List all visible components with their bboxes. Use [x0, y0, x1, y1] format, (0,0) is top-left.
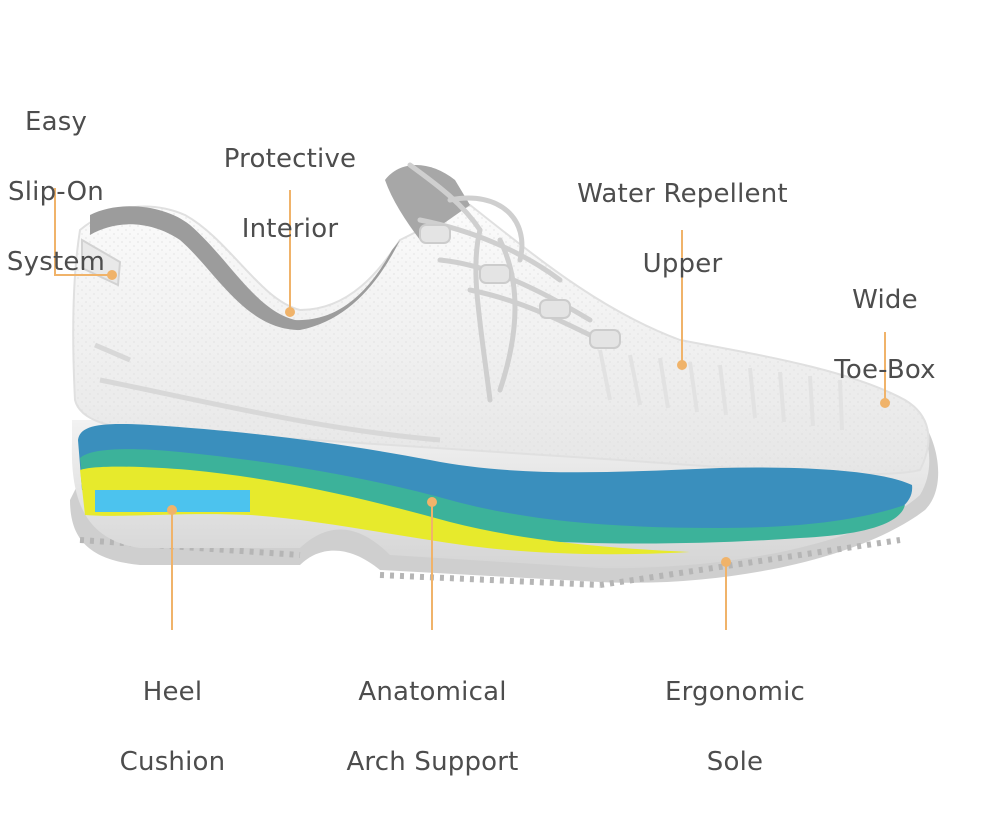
- upper-stripe: [94, 342, 441, 443]
- callout-upper: Water Repellent Upper: [555, 142, 810, 317]
- callout-heel-line1: Heel: [142, 677, 203, 707]
- callout-slip-on-line3: System: [6, 247, 106, 277]
- callout-sole-line2: Sole: [706, 747, 764, 777]
- callout-interior-line2: Interior: [241, 214, 339, 244]
- dot-heel: [167, 505, 177, 515]
- dot-interior: [285, 307, 295, 317]
- callout-upper-line1: Water Repellent: [577, 179, 788, 209]
- upper-knit-texture: [73, 205, 929, 475]
- callout-toe-box: Wide Toe-Box: [815, 248, 955, 423]
- leader-lines: [54, 188, 886, 630]
- callout-toe-box-line1: Wide: [852, 285, 918, 315]
- dot-arch: [427, 497, 437, 507]
- tongue: [385, 165, 470, 240]
- callout-heel: Heel Cushion: [95, 640, 250, 815]
- insole-teal-layer: [80, 449, 905, 544]
- callout-slip-on-line2: Slip-On: [8, 177, 104, 207]
- callout-arch: Anatomical Arch Support: [325, 640, 540, 815]
- callout-heel-line2: Cushion: [119, 747, 226, 777]
- dot-slip-on: [107, 270, 117, 280]
- eyelets: [419, 224, 621, 349]
- heel-cushion-pad: [95, 490, 250, 512]
- callout-toe-box-line2: Toe-Box: [834, 355, 936, 385]
- callout-slip-on-line1: Easy: [24, 107, 88, 137]
- shoe-diagram: [54, 162, 939, 630]
- callout-upper-line2: Upper: [642, 249, 723, 279]
- callout-interior-line1: Protective: [223, 144, 357, 174]
- dot-toe-box: [880, 398, 890, 408]
- callout-sole-line1: Ergonomic: [664, 677, 806, 707]
- callout-arch-line2: Arch Support: [346, 747, 519, 777]
- callout-slip-on: Easy Slip-On System: [0, 70, 112, 315]
- dot-upper: [677, 360, 687, 370]
- insole-blue-layer: [78, 423, 913, 533]
- callout-sole: Ergonomic Sole: [645, 640, 825, 815]
- leader-slip-on: [54, 188, 112, 276]
- leader-dots: [107, 270, 890, 567]
- insole-yellow-layer: [80, 466, 690, 555]
- callout-interior: Protective Interior: [200, 107, 380, 282]
- collar-lining: [90, 206, 400, 330]
- dot-sole: [721, 557, 731, 567]
- upper-ribs: [598, 349, 844, 431]
- callout-arch-line1: Anatomical: [358, 677, 507, 707]
